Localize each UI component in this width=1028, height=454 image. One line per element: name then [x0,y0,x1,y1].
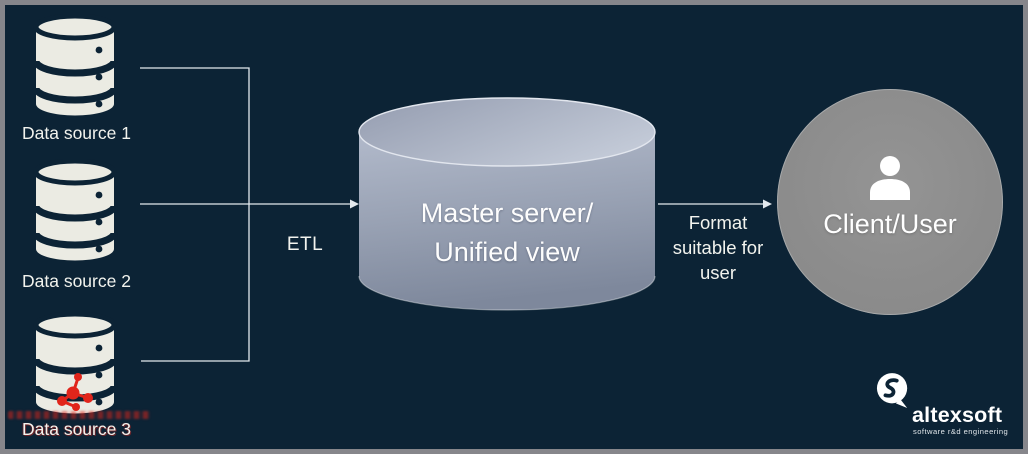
database-icon [32,159,118,261]
format-label-line3: user [700,262,736,283]
watermark-red-text-strip [8,411,150,419]
data-source-2-label: Data source 2 [22,271,131,291]
logo-tagline-text: software r&d engineering [913,427,1009,436]
client-user-circle: Client/User [777,89,1003,315]
watermark-molecule-icon [57,373,93,411]
altexsoft-logo: altexsoft software r&d engineering [876,372,1008,436]
data-source-1-label: Data source 1 [22,123,131,143]
format-label-line1: Format [688,212,748,233]
format-label-line2: suitable for [672,237,764,258]
etl-label: ETL [286,234,324,255]
data-source-3-label: Data source 3 [22,419,131,439]
master-server-label: Master server/ Unified view [358,194,656,272]
logo-brand-text: altexsoft [912,403,1003,427]
format-arrowhead-icon [763,199,772,209]
etl-arrowhead-icon [350,199,359,209]
master-server-label-line1: Master server/ [420,198,594,228]
bracket-line [140,67,250,362]
master-server-label-line2: Unified view [434,237,580,267]
master-server-cylinder [358,97,656,311]
format-label: Format suitable for user [658,210,778,285]
person-icon [866,156,914,200]
database-icon [32,14,118,116]
client-user-label: Client/User [823,209,957,239]
altexsoft-logo-icon [876,373,908,409]
